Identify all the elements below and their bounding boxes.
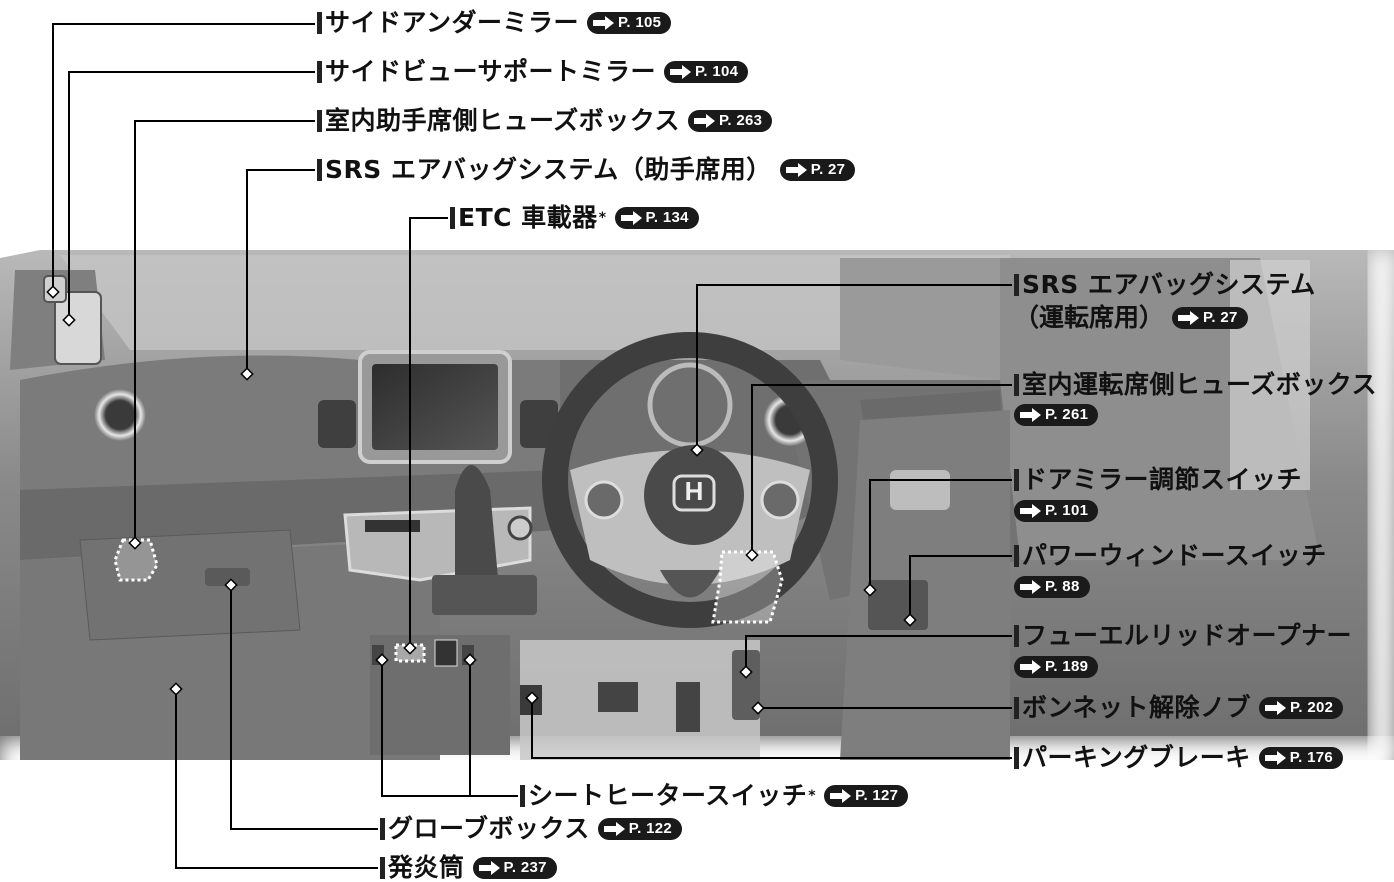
leader-markers bbox=[46, 285, 917, 715]
label-side-view-support-mirror: サイドビューサポートミラー P. 104 bbox=[317, 57, 749, 87]
arrow-right-icon bbox=[478, 861, 500, 875]
label-fuse-box-passenger: 室内助手席側ヒューズボックス P. 263 bbox=[317, 106, 773, 136]
page-ref-badge[interactable]: P. 122 bbox=[597, 818, 682, 840]
page-ref-badge[interactable]: P. 176 bbox=[1258, 747, 1343, 769]
page-ref-badge[interactable]: P. 134 bbox=[614, 207, 699, 229]
label-seat-heater-switch: シートヒータースイッチ* P. 127 bbox=[520, 781, 909, 811]
label-airbag-driver: SRS エアバッグシステム bbox=[1014, 270, 1316, 300]
label-fuel-lid-opener: フューエルリッドオープナー bbox=[1014, 621, 1352, 651]
label-glove-box: グローブボックス P. 122 bbox=[380, 814, 682, 844]
page-ref-badge[interactable]: P. 237 bbox=[472, 857, 557, 879]
page-ref-badge[interactable]: P. 27 bbox=[1172, 307, 1248, 329]
label-side-under-mirror: サイドアンダーミラー P. 105 bbox=[317, 8, 672, 38]
page-ref-badge[interactable]: P. 263 bbox=[688, 110, 773, 132]
label-power-window-switch: パワーウィンドースイッチ bbox=[1014, 541, 1327, 571]
page-ref-badge[interactable]: P. 202 bbox=[1259, 697, 1344, 719]
page-ref-badge[interactable]: P. 189 bbox=[1014, 656, 1099, 678]
fuse-box-driver-outline bbox=[711, 550, 784, 624]
page-ref-row: P. 88 bbox=[1006, 576, 1090, 598]
page-ref-row: P. 189 bbox=[1006, 656, 1099, 678]
label-bonnet-release: ボンネット解除ノブ P. 202 bbox=[1014, 693, 1344, 723]
page-ref-badge[interactable]: P. 105 bbox=[587, 12, 672, 34]
fuse-box-passenger-outline bbox=[113, 538, 159, 582]
arrow-right-icon bbox=[1264, 751, 1286, 765]
label-door-mirror-switch: ドアミラー調節スイッチ bbox=[1014, 465, 1302, 495]
arrow-right-icon bbox=[694, 114, 716, 128]
arrow-right-icon bbox=[830, 789, 852, 803]
arrow-right-icon bbox=[1178, 311, 1200, 325]
page-ref-badge[interactable]: P. 261 bbox=[1014, 404, 1099, 426]
arrow-right-icon bbox=[1020, 580, 1041, 594]
footnote-star: * bbox=[598, 210, 607, 226]
label-fuse-box-driver: 室内運転席側ヒューズボックス bbox=[1014, 370, 1377, 400]
arrow-right-icon bbox=[670, 65, 692, 79]
arrow-right-icon bbox=[620, 211, 642, 225]
page-ref-badge[interactable]: P. 27 bbox=[779, 159, 856, 181]
arrow-right-icon bbox=[593, 16, 615, 30]
arrow-right-icon bbox=[1020, 504, 1041, 518]
steering-emblem: H bbox=[684, 476, 704, 506]
page-ref-badge[interactable]: P. 101 bbox=[1014, 500, 1099, 522]
page-ref-row: P. 261 bbox=[1006, 404, 1099, 426]
footnote-star: * bbox=[808, 788, 817, 804]
arrow-right-icon bbox=[1020, 408, 1041, 422]
page-ref-badge[interactable]: P. 127 bbox=[824, 785, 909, 807]
page-ref-badge[interactable]: P. 104 bbox=[664, 61, 749, 83]
page-ref-badge[interactable]: P. 88 bbox=[1014, 576, 1090, 598]
label-airbag-driver-line2: （運転席用） P. 27 bbox=[1014, 303, 1248, 333]
arrow-right-icon bbox=[603, 822, 625, 836]
arrow-right-icon bbox=[785, 163, 807, 177]
leader-lines bbox=[52, 23, 1012, 869]
arrow-right-icon bbox=[1265, 701, 1287, 715]
arrow-right-icon bbox=[1020, 660, 1041, 674]
page-ref-row: P. 101 bbox=[1006, 500, 1099, 522]
label-etc-unit: ETC 車載器* P. 134 bbox=[450, 203, 699, 233]
label-airbag-passenger: SRS エアバッグシステム（助手席用） P. 27 bbox=[317, 155, 856, 185]
label-flare: 発炎筒 P. 237 bbox=[380, 853, 557, 882]
label-parking-brake: パーキングブレーキ P. 176 bbox=[1014, 743, 1343, 773]
